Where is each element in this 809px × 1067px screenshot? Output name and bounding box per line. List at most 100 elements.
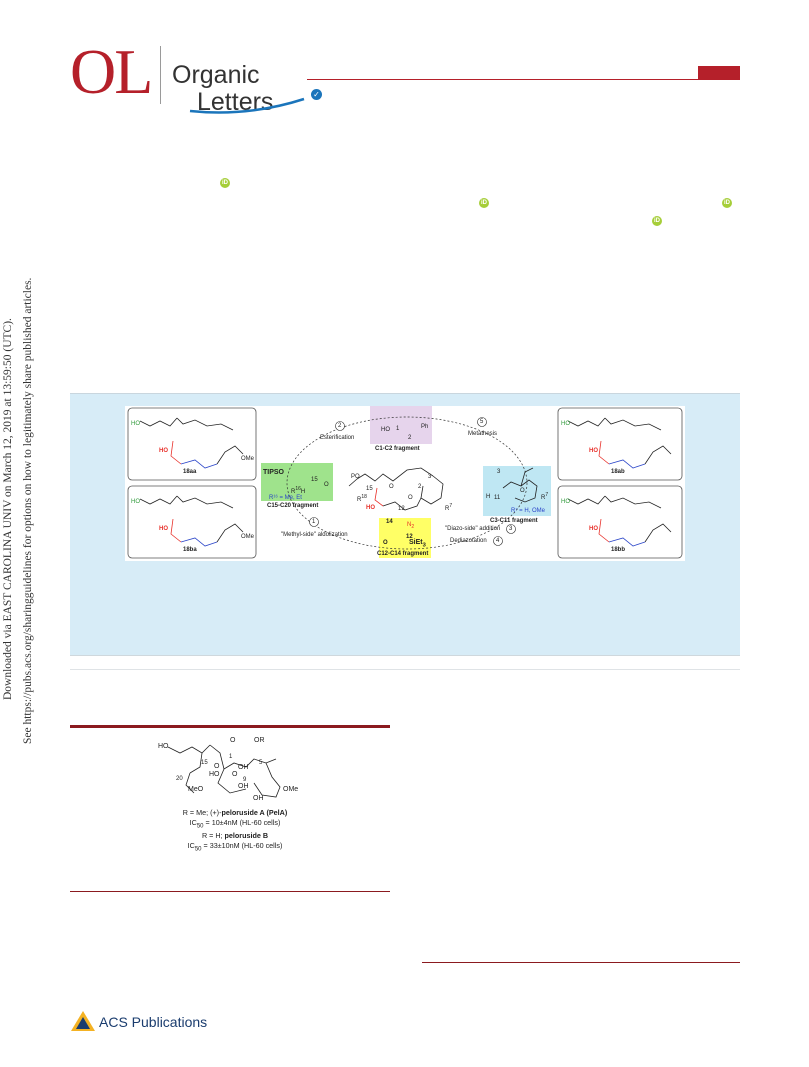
compound-frame — [557, 407, 683, 481]
atom-label: 3 — [422, 542, 426, 549]
atom-label: 2 — [418, 484, 422, 490]
atom-label: O — [232, 771, 238, 778]
atom-label: OMe — [283, 786, 299, 793]
caption-line: IC50 = 10±4nM (HL-60 cells) — [150, 818, 320, 831]
step-number: 5 — [480, 419, 484, 425]
atom-label: OH — [238, 764, 249, 771]
atom-label: R7 — [445, 503, 452, 512]
compound-label: 18aa — [183, 469, 197, 475]
step-circle — [477, 417, 487, 427]
atom-label: 5 — [259, 760, 263, 766]
atom-label: HO — [589, 448, 598, 454]
fragment-label: C12-C14 fragment — [377, 551, 429, 557]
step-circle — [309, 517, 319, 527]
caption-text: R = H; — [201, 831, 225, 841]
step-circle — [493, 536, 503, 546]
atom-label: 7 — [449, 503, 453, 509]
atom-label: PO — [351, 474, 360, 480]
atom-label: HO — [159, 448, 168, 454]
atom-label: R — [541, 495, 546, 501]
atom-label: O — [389, 484, 394, 490]
atom-label: O — [408, 495, 413, 501]
atom-label: HO — [209, 771, 220, 778]
atom-label: 18 — [361, 494, 367, 500]
step-number: 2 — [338, 423, 342, 429]
atom-label: OR — [254, 737, 265, 744]
fragment-label: C15-C20 fragment — [267, 503, 319, 509]
orcid-icon[interactable]: iD — [722, 198, 732, 208]
atom-label: O — [520, 488, 525, 494]
download-notice-line2[interactable]: See https://pubs.acs.org/sharingguidelin… — [22, 277, 34, 744]
step-label: Dediazotation — [450, 538, 487, 544]
atom-label: H — [486, 494, 491, 500]
atom-label: OMe — [241, 456, 255, 462]
publisher-name[interactable]: ACS Publications — [99, 1014, 208, 1030]
step-number: 4 — [496, 538, 500, 544]
atom-label: 15 — [311, 477, 318, 483]
atom-label: N — [407, 522, 412, 528]
acs-logo-icon[interactable] — [70, 1010, 96, 1032]
journal-name-line1: Organic — [172, 61, 260, 89]
footnote-rule — [422, 962, 740, 963]
atom-label: 15 — [366, 486, 373, 492]
abstract-divider — [70, 655, 740, 656]
atom-label: 12 — [398, 506, 405, 512]
atom-label: HO — [589, 526, 598, 532]
atom-label: R — [357, 497, 362, 503]
compound-label: 18bb — [611, 547, 626, 553]
abstract-footer-strip — [70, 656, 740, 670]
compound-18ab-structure — [567, 417, 672, 469]
atom-label: H — [300, 489, 306, 495]
journal-swoosh-icon — [189, 97, 305, 114]
atom-label: R18 — [357, 494, 367, 503]
caption-text: IC — [189, 818, 197, 827]
compound-name: peloruside A (PelA) — [221, 808, 288, 817]
compound-label: 18ab — [611, 469, 625, 475]
step-circle — [506, 524, 516, 534]
atom-label: TIPSO — [263, 469, 285, 476]
orcid-icon[interactable]: iD — [220, 178, 230, 188]
orcid-icon[interactable]: iD — [652, 216, 662, 226]
caption-line: R = Me; (+)-peloruside A (PelA) — [150, 808, 320, 818]
caption-text: = 33±10nM (HL-60 cells) — [201, 841, 283, 851]
atom-label: HO — [159, 526, 168, 532]
caption-line: IC50 = 33±10nM (HL-60 cells) — [150, 841, 320, 854]
retrosynthesis-circle — [286, 416, 528, 550]
caption-text: R = Me; (+)- — [182, 808, 222, 817]
compound-18ba-structure — [139, 495, 244, 547]
step-label: "Diazo-side" addition — [445, 526, 501, 532]
atom-label: R¹⁶ = Me, Et — [269, 495, 302, 501]
orcid-icon[interactable]: iD — [479, 198, 489, 208]
caption-text: 50 — [194, 846, 202, 853]
atom-label: 16 — [295, 486, 301, 492]
atom-label: O — [324, 482, 329, 488]
c1c2-fragment-box — [370, 406, 432, 444]
atom-label: SiEt3 — [409, 539, 426, 548]
verified-check-icon: ✓ — [311, 89, 322, 100]
atom-label: 12 — [406, 534, 413, 540]
header-accent-block — [698, 66, 740, 79]
atom-label: R16H — [291, 486, 305, 495]
atom-label: 3 — [497, 469, 501, 475]
compound-frame — [127, 485, 257, 559]
step-number: 3 — [509, 526, 513, 532]
atom-label: OH — [238, 783, 249, 790]
atom-label: HO — [131, 499, 140, 505]
atom-label: Ph — [421, 424, 429, 430]
atom-label: HO — [381, 427, 390, 433]
step-label: Metathesis — [468, 431, 498, 437]
compound-18aa-structure — [139, 417, 244, 469]
atom-label: HO — [366, 505, 375, 511]
atom-label: 2 — [411, 524, 415, 531]
caption-text: IC — [187, 841, 195, 851]
c3c11-structure — [502, 467, 538, 503]
figure1-top-rule — [70, 725, 390, 728]
caption-line: R = H; peloruside B — [150, 831, 320, 841]
atom-label: R — [291, 489, 296, 495]
atom-label: 14 — [386, 519, 393, 525]
fragment-label: C3-C11 fragment — [490, 518, 538, 524]
figure1-bottom-rule — [70, 891, 390, 892]
c12c14-fragment-box — [379, 518, 431, 558]
header-rule — [307, 79, 740, 80]
peloruside-structure — [167, 744, 281, 798]
